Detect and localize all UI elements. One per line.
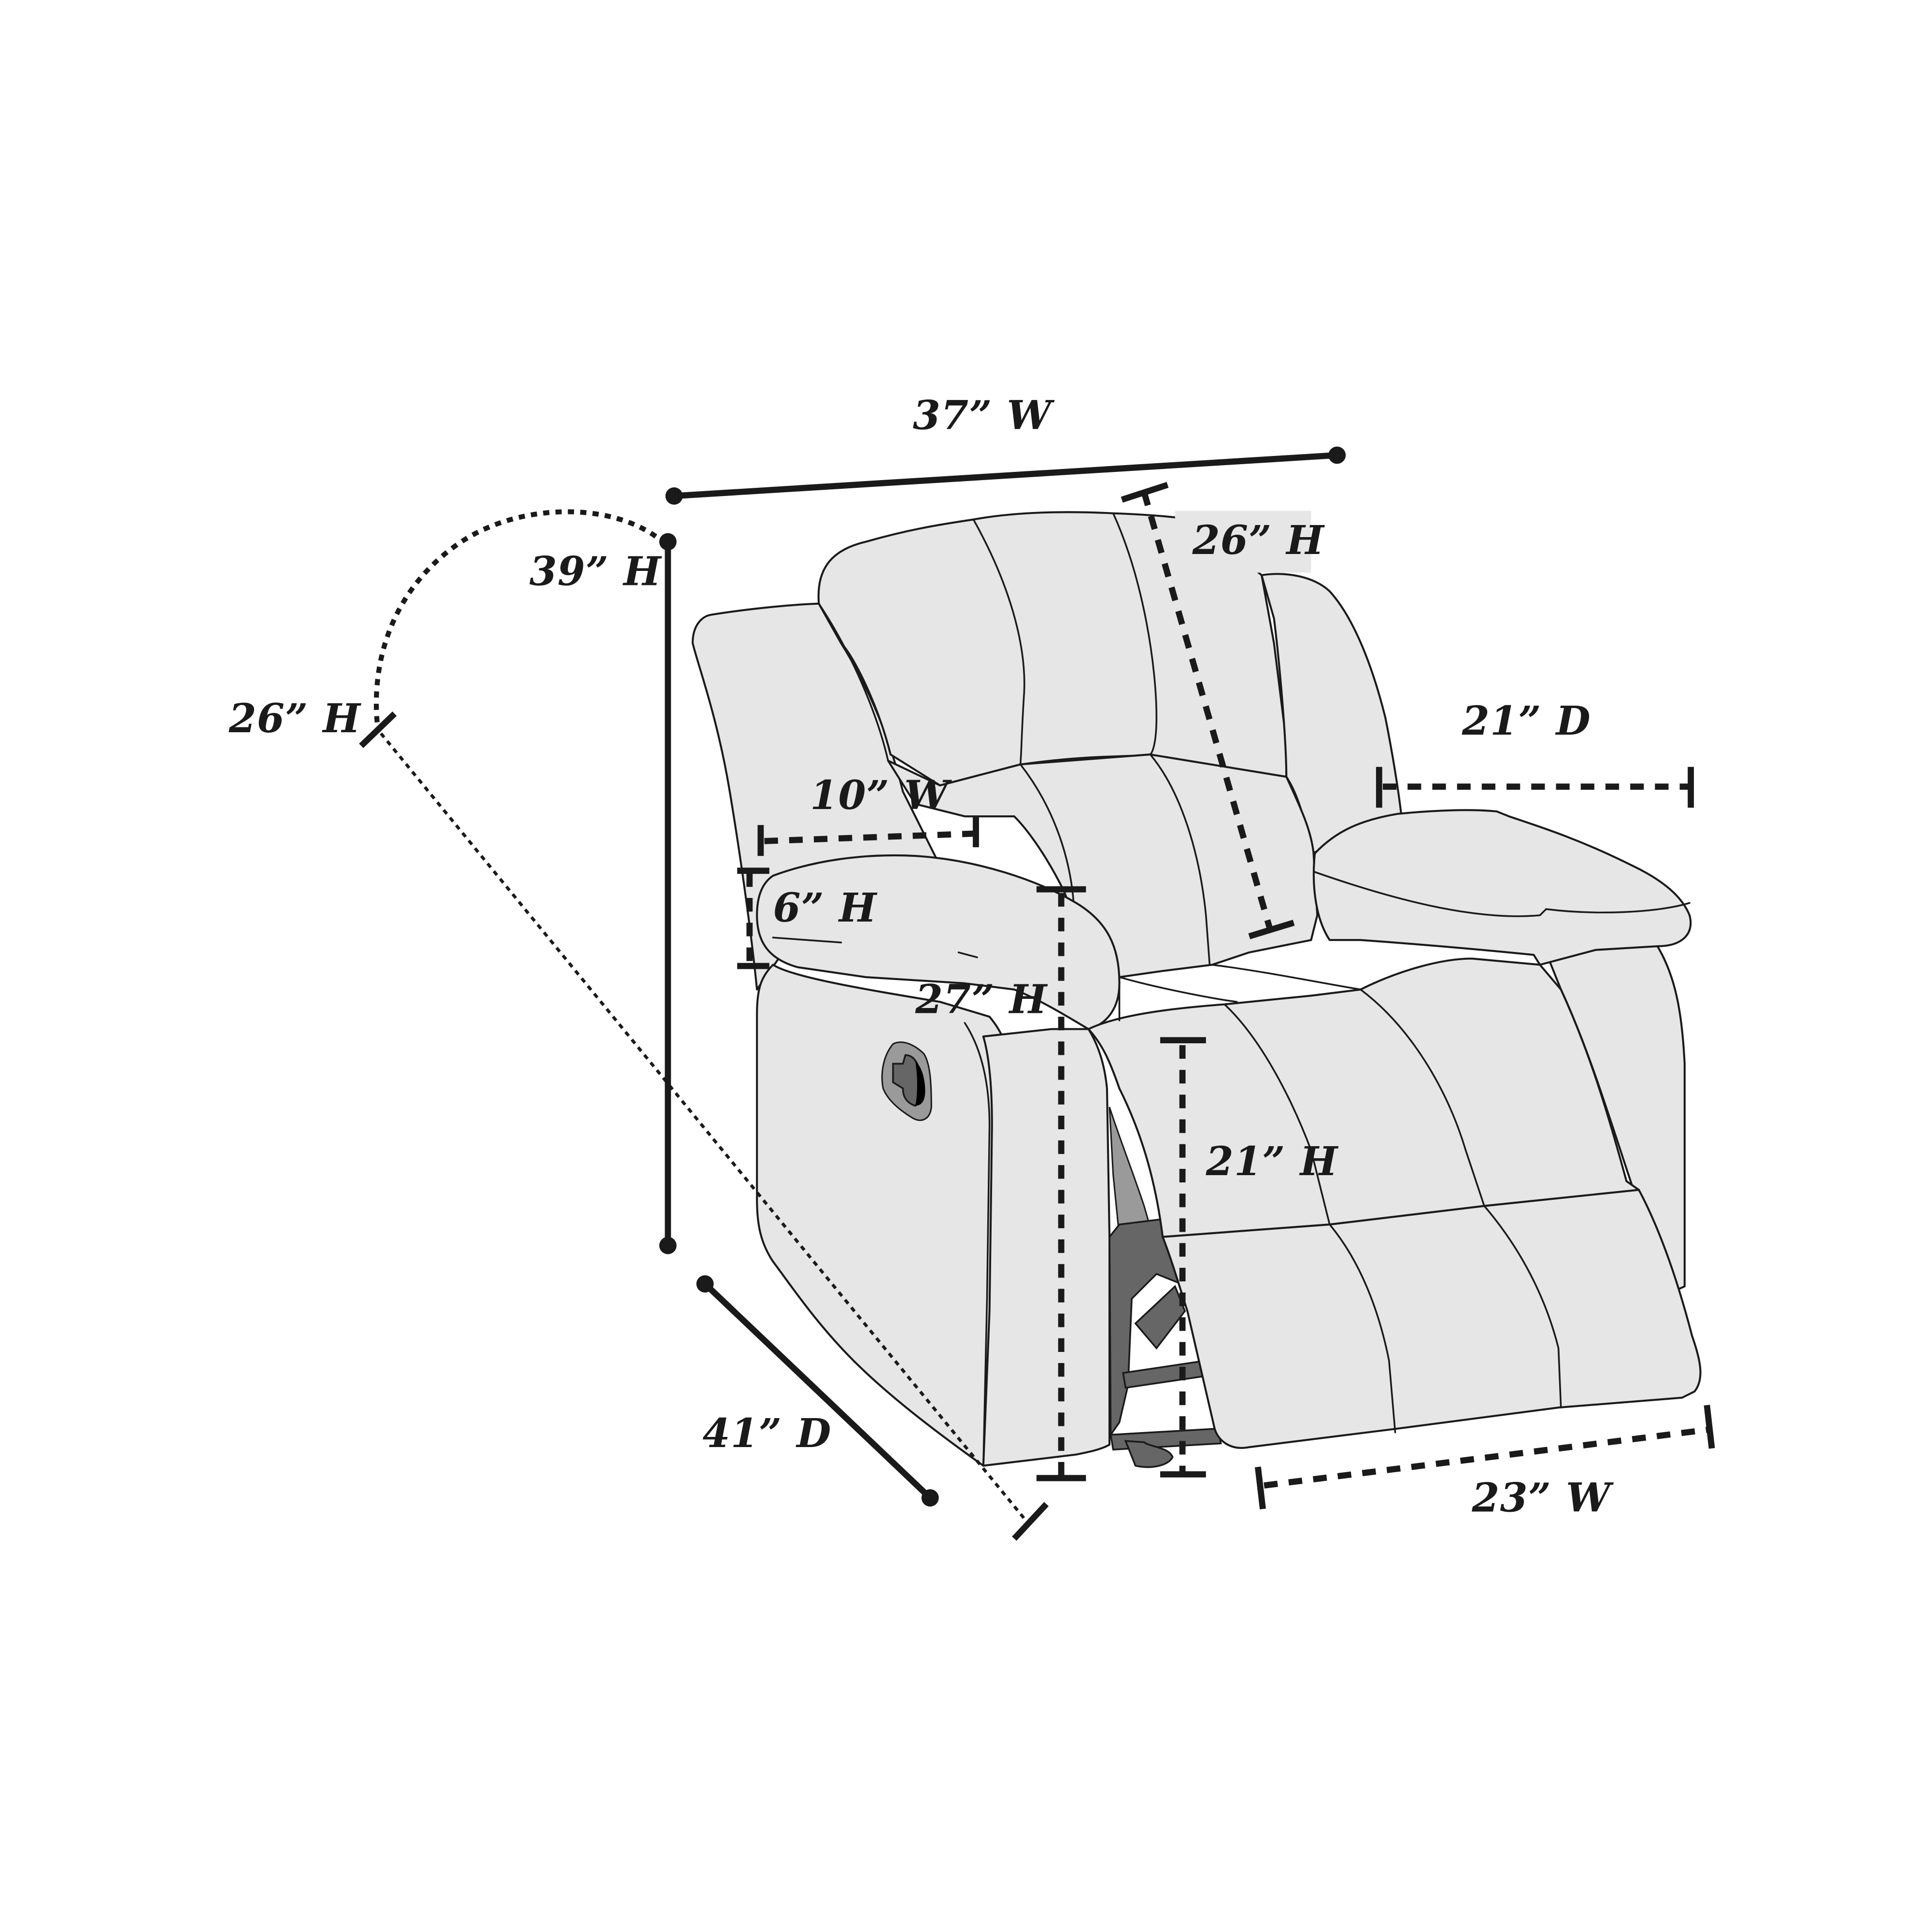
label-depth: 41” D [703,1410,832,1457]
left-arm-side-panel [756,964,1015,1467]
right-arm-pad [1312,809,1692,966]
seat-cushion-upper [1087,957,1640,1238]
recline-mechanism [1108,1107,1222,1468]
arm-pad-height-dimension-6: 6” H [737,867,878,969]
recline-arc-dimension-26: 26” H [228,509,1049,1541]
left-arm-front-face [982,1028,1111,1467]
height-dimension-39: 39” H [529,533,677,1254]
backrest-top-cushion [817,511,1288,793]
arm-depth-dimension-21: 21” D [1376,698,1694,808]
label-arm-width: 10” W [810,772,952,819]
label-seat-width: 23” W [1471,1475,1614,1521]
recliner-chair-illustration [692,511,1702,1468]
right-back-wing [1260,573,1403,855]
arm-width-dimension-10: 10” W [757,772,979,856]
label-overall-width: 37” W [913,393,1055,439]
recline-lever-icon[interactable] [881,1041,932,1121]
seat-height-dimension-21: 21” H [1160,1037,1339,1477]
label-back-height: 26” H [1192,517,1325,564]
label-arm-height: 27” H [915,976,1048,1023]
label-recline-height: 26” H [228,696,362,742]
depth-dimension-41: 41” D [696,1275,939,1507]
backrest-mid-cushions [887,753,1319,979]
arm-height-dimension-27: 27” H [915,886,1086,1481]
label-arm-pad-height: 6” H [773,885,878,931]
seat-width-dimension-23: 23” W [1254,1405,1715,1521]
back-height-dimension-26: 26” H [1121,482,1325,939]
label-seat-height: 21” H [1206,1138,1339,1185]
label-overall-height: 39” H [529,548,662,595]
label-arm-depth: 21” D [1462,698,1591,744]
width-dimension-37: 37” W [665,393,1346,505]
